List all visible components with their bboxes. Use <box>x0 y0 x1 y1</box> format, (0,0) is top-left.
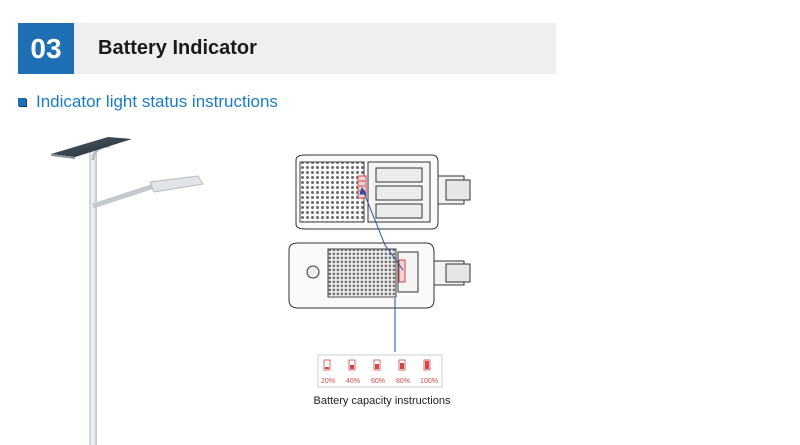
subsection-title: Indicator light status instructions <box>36 92 278 111</box>
indicator-pointer-lines <box>359 186 404 352</box>
lamp-bottom-view <box>288 242 471 309</box>
battery-80-icon <box>398 359 406 371</box>
battery-60-icon <box>373 359 381 371</box>
battery-level-20: 20% <box>321 378 335 385</box>
battery-capacity-chart: 20% 40% 60% 80% 100% <box>317 354 443 388</box>
lamp-top-view <box>295 154 471 230</box>
battery-100-icon <box>423 359 431 371</box>
battery-level-60: 60% <box>371 378 385 385</box>
solar-street-light-image <box>51 137 204 445</box>
section-number: 03 <box>18 23 74 74</box>
section-header: 03 Battery Indicator <box>18 23 556 74</box>
battery-20-icon <box>323 359 331 371</box>
battery-level-80: 80% <box>396 378 410 385</box>
subsection-heading: Indicator light status instructions <box>18 92 278 112</box>
battery-capacity-caption: Battery capacity instructions <box>314 395 451 407</box>
battery-level-40: 40% <box>346 378 360 385</box>
battery-40-icon <box>348 359 356 371</box>
page-title: Battery Indicator <box>98 37 257 59</box>
square-bullet-icon <box>18 98 26 106</box>
battery-level-100: 100% <box>420 378 438 385</box>
